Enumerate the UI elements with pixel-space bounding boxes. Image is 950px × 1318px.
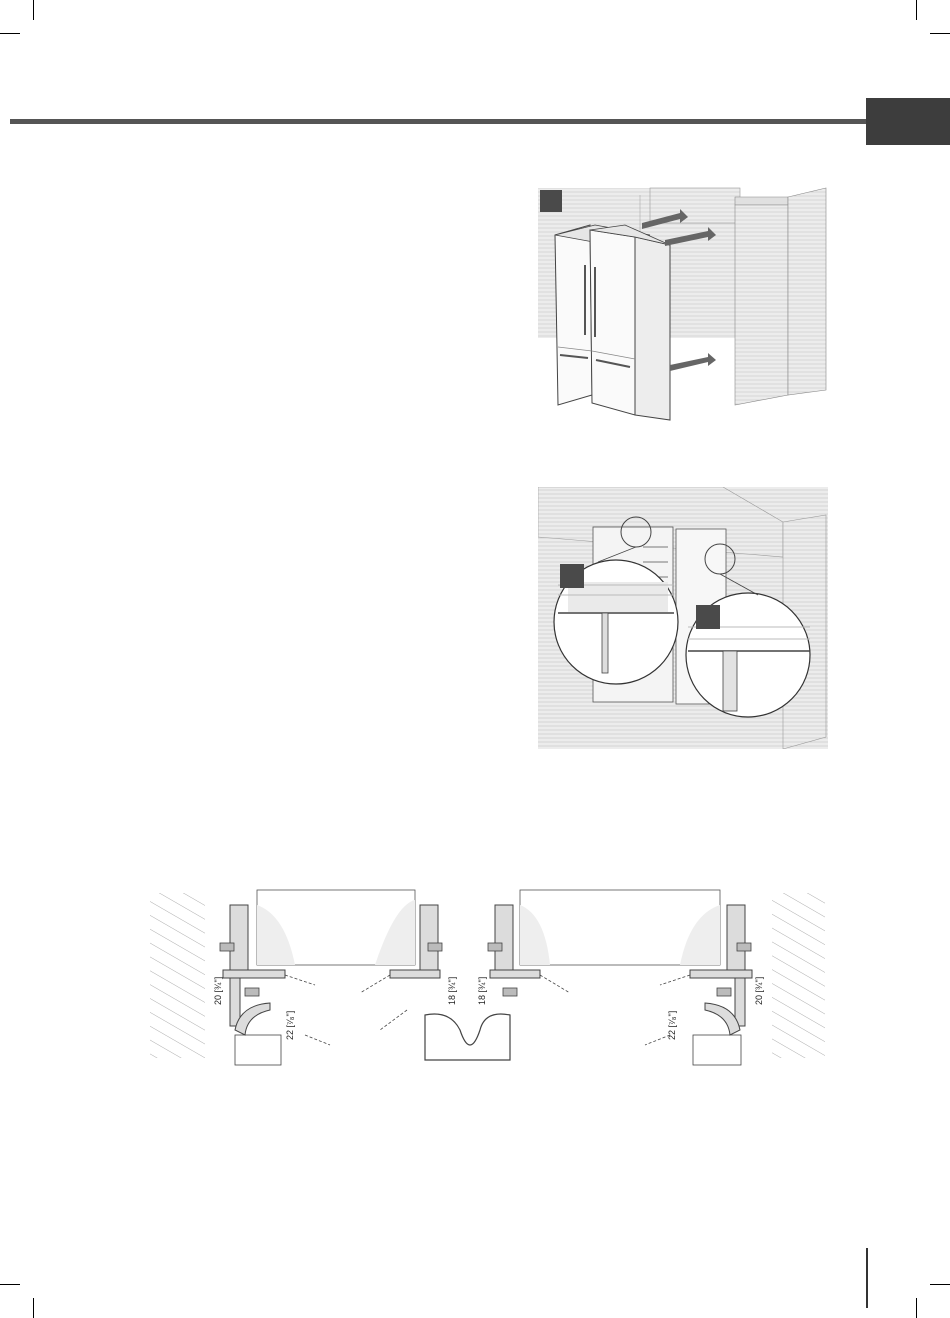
crop-mark-top-right-v bbox=[916, 0, 917, 20]
step-marker-1 bbox=[540, 190, 562, 212]
step-marker-2 bbox=[560, 564, 584, 588]
crop-mark-top-left-v bbox=[33, 0, 34, 20]
figure-cross-section: 20 [¾"] 22 [⁷⁄₈"] 18 [¾"] 18 [¾"] 22 [⁷⁄… bbox=[145, 885, 830, 1075]
crop-mark-bottom-left-h bbox=[0, 1284, 20, 1285]
dimension-left-20: 20 [¾"] bbox=[213, 977, 223, 1005]
header-rule bbox=[10, 119, 866, 124]
dimension-right-20: 20 [¾"] bbox=[754, 977, 764, 1005]
figure-installed-detail bbox=[538, 487, 830, 749]
folio-divider bbox=[866, 1248, 868, 1308]
crop-mark-bottom-right-h bbox=[930, 1284, 950, 1285]
section-tab bbox=[866, 98, 950, 145]
dimension-left-22: 22 [⁷⁄₈"] bbox=[285, 1011, 295, 1040]
step-marker-3 bbox=[696, 605, 720, 629]
crop-mark-bottom-right-v bbox=[916, 1298, 917, 1318]
crop-mark-top-right-h bbox=[930, 33, 950, 34]
crop-mark-bottom-left-v bbox=[33, 1298, 34, 1318]
dimension-center-left-18: 18 [¾"] bbox=[447, 977, 457, 1005]
dimension-center-right-18: 18 [¾"] bbox=[477, 977, 487, 1005]
figure-fridge-installation bbox=[530, 185, 830, 430]
dimension-right-22: 22 [⁷⁄₈"] bbox=[667, 1011, 677, 1040]
crop-mark-top-left-h bbox=[0, 33, 20, 34]
